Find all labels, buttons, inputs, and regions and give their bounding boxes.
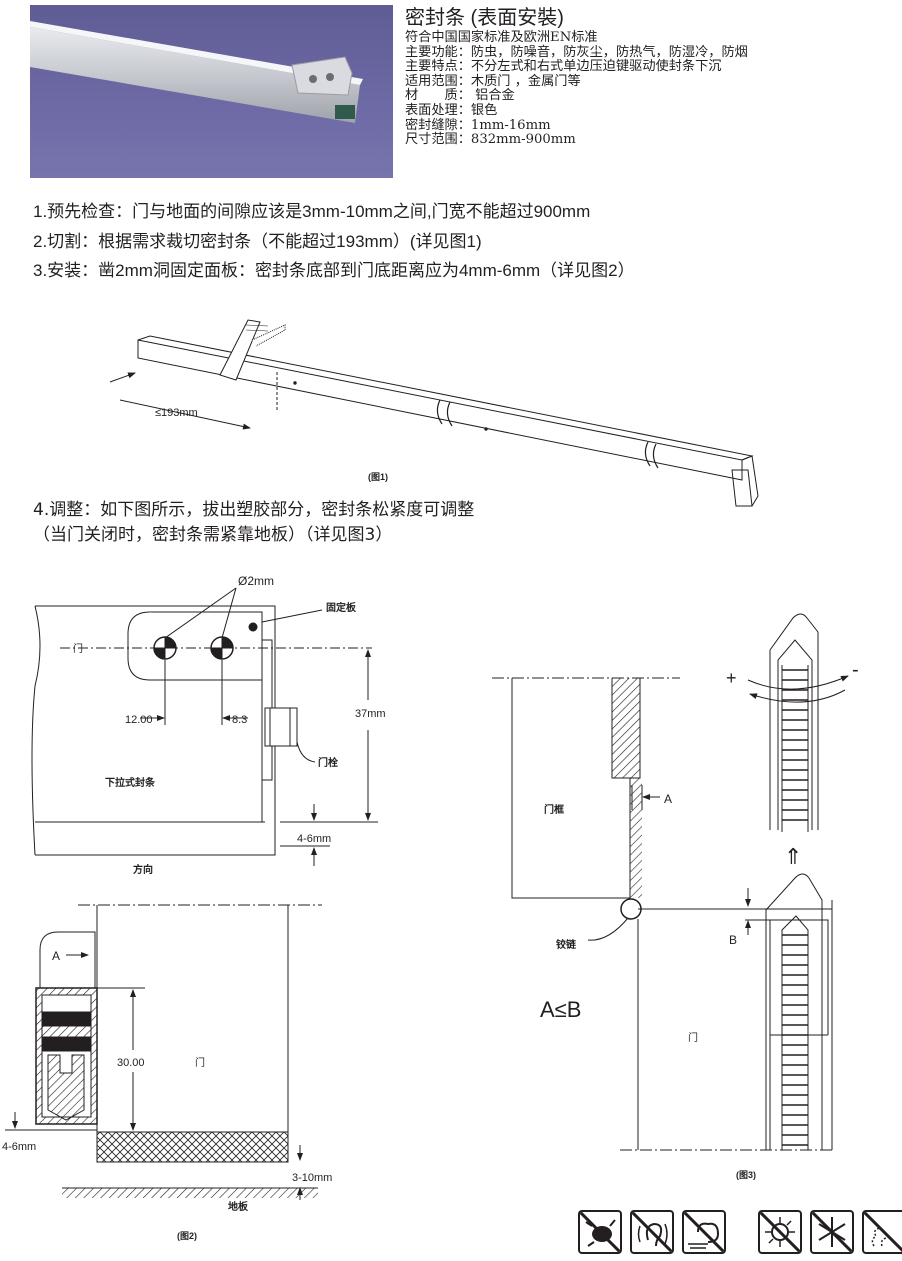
plate-label: 固定板 — [326, 601, 357, 614]
seal-strip-image — [30, 21, 363, 123]
no-dust-icon — [682, 1210, 726, 1254]
fig1-caption: (图1) — [368, 472, 388, 482]
fig3-door: 门 — [688, 1031, 698, 1044]
fig2-gap: 4-6mm — [2, 1141, 36, 1153]
bolt-label: 门栓 — [318, 756, 338, 769]
dim-8-3: 8.3 — [232, 714, 247, 726]
fig2-door: 门 — [195, 1056, 205, 1069]
fig2-floor: 地板 — [228, 1200, 249, 1213]
fig3-caption: (图3) — [736, 1170, 756, 1180]
fig3-frame: 门框 — [544, 803, 564, 816]
direction-label: 方向 — [133, 863, 153, 876]
spec-line: 主要功能：防虫，防噪音，防灰尘，防热气，防湿冷，防烟 — [405, 44, 748, 60]
figure-3: + - 门框 A 铰链 B A≤B 门 ⇑ (图3) — [492, 613, 859, 1180]
gap-label: 4-6mm — [297, 833, 331, 845]
spec-line: 尺寸范围：832mm-900mm — [405, 132, 576, 148]
fig3-b: B — [729, 933, 737, 947]
product-title: 密封条 (表面安裝) — [405, 7, 564, 29]
no-noise-icon — [630, 1210, 674, 1254]
no-heat-icon — [758, 1210, 802, 1254]
dim-12: 12.00 — [125, 714, 153, 726]
install-steps: 1.预先检查：门与地面的间隙应该是3mm-10mm之间,门宽不能超过900mm … — [33, 197, 635, 286]
fig3-rule: A≤B — [540, 997, 581, 1022]
figure-1: ≤193mm (图1) — [109, 319, 759, 507]
product-photo — [30, 5, 393, 178]
fig2-a: A — [52, 949, 60, 963]
spec-line: 材 质： 铝合金 — [405, 88, 515, 104]
fig2-height: 30.00 — [117, 1057, 145, 1069]
step-4-note: （当门关闭时，密封条需紧靠地板）（详见图3） — [33, 525, 393, 545]
fig3-hinge: 铰链 — [556, 938, 577, 951]
spec-line: 主要特点：不分左式和右式单边压迫键驱动使封条下沉 — [405, 59, 722, 75]
step-4: 4.调整：如下图所示，拔出塑胶部分，密封条松紧度可调整 （当门关闭时，密封条需紧… — [33, 498, 474, 548]
fig2-caption: (图2) — [177, 1231, 197, 1241]
height-37: 37mm — [355, 708, 386, 720]
seal-label: 下拉式封条 — [105, 776, 156, 789]
up-arrow-icon: ⇑ — [784, 844, 802, 869]
step-2: 2.切割：根据需求裁切密封条（不能超过193mm）(详见图1) — [33, 231, 482, 251]
tighten-plus: + — [726, 668, 737, 688]
step-1: 1.预先检查：门与地面的间隙应该是3mm-10mm之间,门宽不能超过900mm — [33, 202, 591, 221]
step-4-line: 4.调整：如下图所示，拔出塑胶部分，密封条松紧度可调整 — [33, 500, 475, 520]
no-insects-icon — [578, 1210, 622, 1254]
adjuster-screw-bottom — [765, 873, 829, 1150]
fig1-cut-label: ≤193mm — [155, 407, 198, 419]
no-smoke-icon — [862, 1210, 902, 1254]
spec-line: 适用范围：木质门 ，金属门等 — [405, 73, 581, 89]
fig2-floor-gap: 3-10mm — [292, 1172, 332, 1184]
figure-2: A 30.00 门 4-6mm 3-10mm 地板 (图2) — [2, 904, 332, 1241]
door-label: 门 — [73, 642, 83, 655]
screw-hole-1 — [153, 636, 177, 660]
step-3: 3.安装：凿2mm洞固定面板：密封条底部到门底距离应为4mm-6mm（详见图2） — [33, 261, 635, 280]
adjuster-screw-top — [747, 613, 849, 832]
figure-mounting-plate: Ø2mm 固定板 门 12.00 8.3 37mm 门栓 下拉式封条 4-6mm… — [31, 574, 386, 876]
feature-icons — [578, 1210, 902, 1254]
spec-line: 符合中国国家标准及欧洲EN标准 — [405, 30, 598, 45]
screw-hole-2 — [210, 636, 234, 660]
loosen-minus: - — [852, 659, 859, 681]
spec-line: 密封缝隙：1mm-16mm — [405, 117, 551, 133]
no-cold-icon — [810, 1210, 854, 1254]
spec-list: 符合中国国家标准及欧洲EN标准 主要功能：防虫，防噪音，防灰尘，防热气，防湿冷，… — [405, 30, 748, 148]
fig3-a: A — [664, 792, 672, 806]
hole-label: Ø2mm — [238, 574, 274, 588]
spec-line: 表面处理：银色 — [405, 102, 498, 118]
